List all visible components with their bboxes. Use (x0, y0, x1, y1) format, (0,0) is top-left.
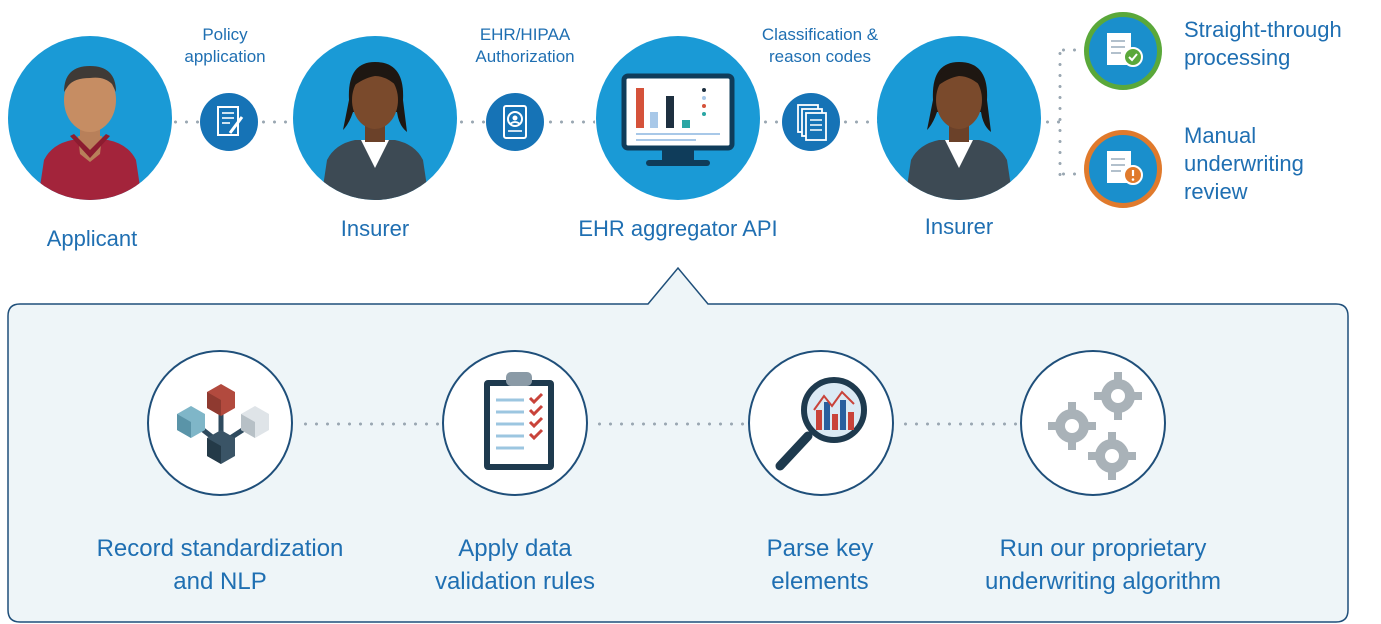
detail-panel (7, 266, 1349, 623)
connector-dots (456, 120, 486, 124)
connector-dots (170, 120, 200, 124)
branch-dots (1058, 48, 1082, 52)
clipboard-checklist-icon (442, 350, 588, 496)
step-label-algorithm: Run our proprietary underwriting algorit… (984, 535, 1222, 595)
actor-label-applicant: Applicant (46, 226, 138, 251)
actor-label-insurer-2: Insurer (924, 214, 994, 239)
applicant-avatar (8, 36, 172, 200)
step-connector-dots (300, 422, 440, 426)
insurer-avatar (877, 36, 1041, 200)
insurer-avatar (293, 36, 457, 200)
connector-dots (760, 120, 782, 124)
gears-icon (1020, 350, 1166, 496)
step-label-standardization: Record standardization and NLP (96, 535, 344, 595)
ehr-aggregator-monitor (596, 36, 760, 200)
step-connector-dots (900, 422, 1020, 426)
outcome-label-straight-through: Straight-through processing (1184, 17, 1342, 70)
connector-dots (545, 120, 595, 124)
connector-label-classification: Classification & reason codes (761, 25, 879, 66)
actor-label-insurer-1: Insurer (340, 216, 410, 241)
connector-dots (258, 120, 296, 124)
actor-label-ehr-aggregator: EHR aggregator API (578, 216, 778, 241)
branch-dots (1058, 172, 1082, 176)
magnifier-chart-icon (748, 350, 894, 496)
cubes-network-icon (147, 350, 293, 496)
step-label-parse: Parse key elements (766, 535, 874, 595)
connector-dots (1042, 120, 1060, 124)
document-check-icon (1084, 12, 1162, 90)
connector-dots (840, 120, 880, 124)
stacked-documents-icon (782, 93, 840, 151)
branch-dots (1058, 48, 1062, 178)
connector-label-ehr: EHR/HIPAA Authorization (475, 25, 575, 66)
step-connector-dots (594, 422, 744, 426)
connector-label-policy: Policy application (184, 25, 266, 66)
document-pen-icon (200, 93, 258, 151)
document-alert-icon (1084, 130, 1162, 208)
outcome-label-manual-review: Manual underwriting review (1184, 123, 1304, 204)
step-label-validation: Apply data validation rules (434, 535, 596, 595)
id-document-icon (486, 93, 544, 151)
